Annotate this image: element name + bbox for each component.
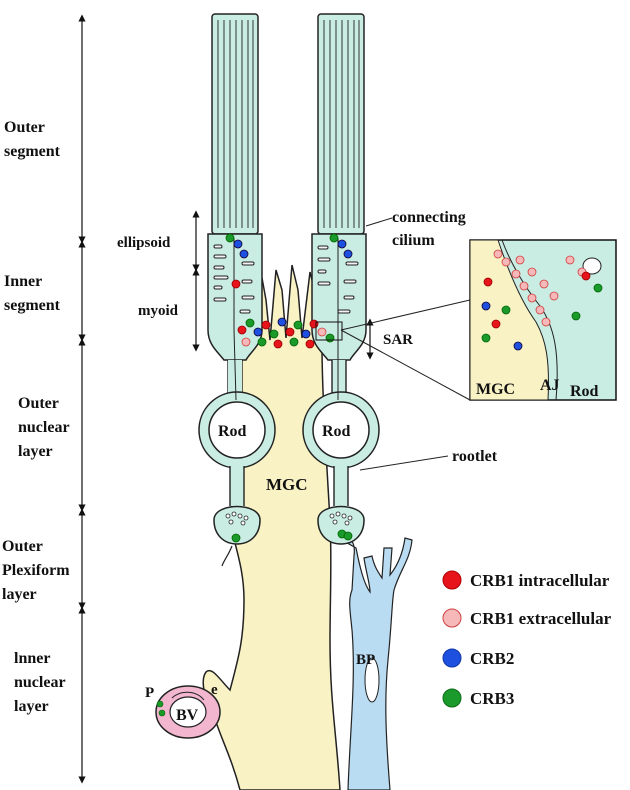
inset-label-rod: Rod: [570, 383, 599, 400]
svg-text:CRB3: CRB3: [470, 689, 514, 708]
layer-scale: [78, 14, 374, 784]
label-mgc: MGC: [266, 475, 308, 494]
blood-vessel: BV P e: [145, 682, 221, 739]
sar-inset: MGC AJ Rod: [469, 239, 617, 401]
label-outer-nuclear-layer: Outer nuclear layer: [18, 395, 73, 460]
label-bp: BP: [356, 652, 375, 668]
rod-photoreceptor-right: [302, 13, 380, 545]
label-pericyte: P: [145, 685, 154, 701]
mgc-cell: [202, 264, 341, 790]
label-ellipsoid: ellipsoid: [117, 235, 171, 251]
legend-item-crb2: CRB2: [442, 648, 514, 668]
legend-item-crb3: CRB3: [442, 688, 514, 708]
sar-markers: [225, 233, 353, 543]
label-connecting-cilium: connecting cilium: [392, 209, 470, 249]
rootlets: [233, 217, 471, 471]
label-inner-nuclear-layer: lnner nuclear layer: [14, 650, 69, 715]
svg-text:CRB1 intracellular: CRB1 intracellular: [470, 571, 610, 590]
label-rootlet: rootlet: [452, 448, 498, 465]
label-endothelial: e: [211, 682, 218, 698]
label-inner-segment: Inner segment: [4, 273, 61, 314]
label-sar: SAR: [383, 332, 413, 348]
legend: CRB1 intracellular CRB1 extracellular CR…: [442, 570, 612, 708]
legend-item-crb1-extracellular: CRB1 extracellular: [442, 608, 612, 628]
inset-label-aj: AJ: [540, 377, 560, 394]
legend-item-crb1-intracellular: CRB1 intracellular: [442, 570, 610, 590]
svg-text:CRB2: CRB2: [470, 649, 514, 668]
bp-nucleus: [364, 657, 380, 703]
label-rod-right: Rod: [322, 423, 351, 440]
sar-zoom-box: [315, 321, 343, 341]
label-bv: BV: [176, 707, 199, 724]
svg-text:CRB1 extracellular: CRB1 extracellular: [470, 609, 612, 628]
label-outer-plexiform-layer: Outer Plexiform layer: [2, 538, 74, 603]
legend-swatch: [442, 688, 462, 708]
label-outer-segment: Outer segment: [4, 119, 61, 160]
rod-photoreceptor-left: [198, 13, 276, 567]
legend-swatch: [442, 648, 462, 668]
label-rod-left: Rod: [218, 423, 247, 440]
legend-swatch: [442, 570, 462, 590]
label-myoid: myoid: [138, 303, 179, 319]
legend-swatch: [442, 608, 462, 628]
inset-label-mgc: MGC: [476, 381, 515, 398]
